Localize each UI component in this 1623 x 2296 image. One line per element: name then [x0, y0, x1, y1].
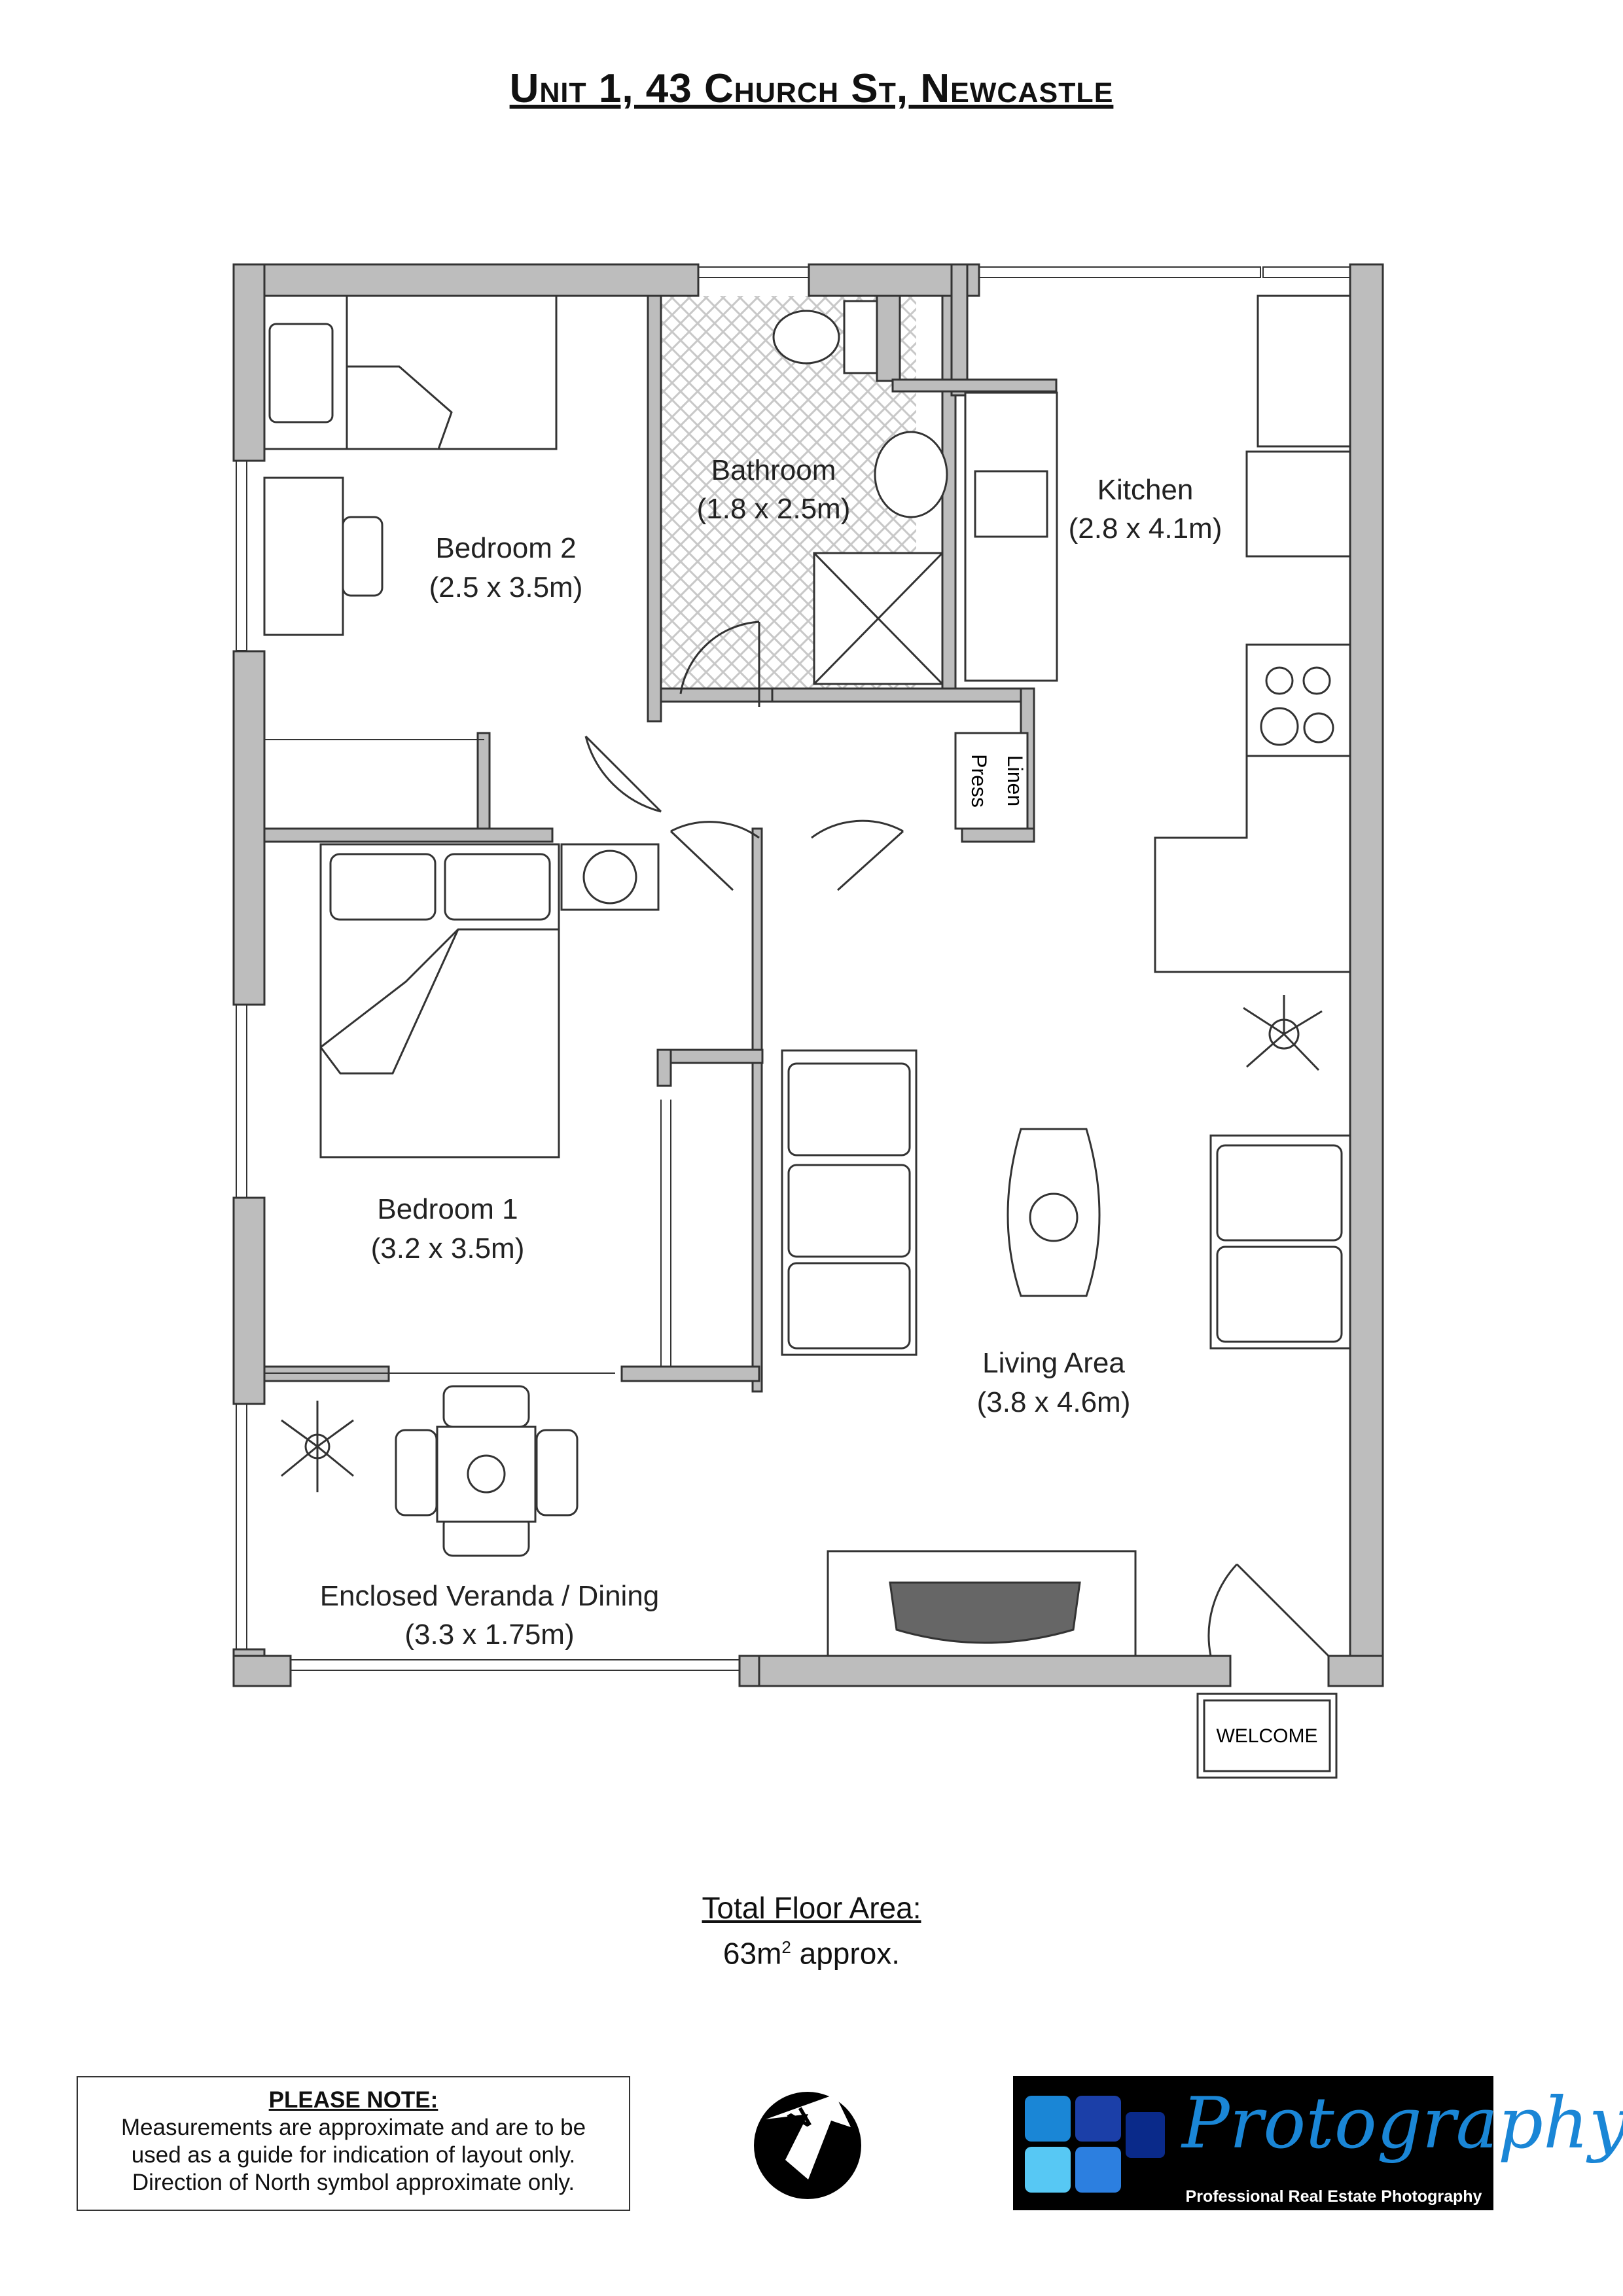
room-size-bathroom: (1.8 x 2.5m)	[697, 493, 851, 525]
plant-icon	[281, 1401, 354, 1492]
logo-brand: Protography	[1182, 2083, 1623, 2164]
linen-label-2: Press	[967, 754, 991, 808]
bed-single	[263, 295, 558, 450]
plant-icon	[1243, 995, 1323, 1071]
logo-tagline: Professional Real Estate Photography	[1185, 2187, 1482, 2206]
room-name-living-area: Living Area	[982, 1347, 1125, 1379]
room-size-veranda: (3.3 x 1.75m)	[404, 1619, 574, 1651]
total-area-value: 63m2 approx.	[722, 1936, 901, 1971]
dining-table	[395, 1385, 579, 1557]
note-heading: PLEASE NOTE:	[268, 2087, 438, 2113]
room-name-bedroom-2: Bedroom 2	[435, 532, 576, 564]
room-size-kitchen: (2.8 x 4.1m)	[1069, 512, 1222, 545]
entertainment-unit	[827, 1550, 1137, 1657]
doors	[584, 620, 1330, 1657]
room-size-living-area: (3.8 x 4.6m)	[977, 1386, 1131, 1418]
protography-logo: Protography Professional Real Estate Pho…	[1013, 2076, 1623, 2210]
walls	[232, 263, 1384, 1687]
welcome-mat	[1196, 1693, 1338, 1779]
total-area-heading: Total Floor Area:	[702, 1891, 921, 1925]
desk	[263, 476, 383, 636]
room-name-kitchen: Kitchen	[1097, 474, 1194, 506]
logo-squares-icon	[1025, 2096, 1165, 2193]
room-name-bedroom-1: Bedroom 1	[377, 1193, 518, 1225]
room-name-bathroom: Bathroom	[711, 454, 836, 486]
linen-press	[954, 732, 1029, 830]
north-compass-icon: N	[754, 2092, 861, 2199]
double-bed	[319, 843, 560, 1158]
room-labels: Bedroom 2 (2.5 x 3.5m) Bathroom (1.8 x 2…	[320, 454, 1318, 1747]
room-name-veranda: Enclosed Veranda / Dining	[320, 1580, 660, 1612]
linen-label-1: Linen	[1003, 755, 1027, 806]
coffee-table	[1007, 1128, 1101, 1297]
windows	[236, 266, 1351, 1671]
note-line: used as a guide for indication of layout…	[131, 2142, 576, 2168]
note-line: Direction of North symbol approximate on…	[132, 2170, 575, 2195]
please-note-box: PLEASE NOTE: Measurements are approximat…	[77, 2076, 630, 2211]
room-size-bedroom-1: (3.2 x 3.5m)	[371, 1232, 525, 1265]
room-size-bedroom-2: (2.5 x 3.5m)	[429, 571, 583, 603]
heater	[560, 843, 660, 911]
plan-title: Unit 1, 43 Church St, Newcastle	[509, 66, 1114, 111]
sofa-right	[1209, 1134, 1351, 1350]
bathroom-fixtures	[772, 300, 948, 685]
note-line: Measurements are approximate and are to …	[120, 2115, 586, 2140]
kitchen-fixtures	[964, 295, 1351, 973]
sofa-left	[781, 1049, 918, 1356]
total-floor-area: Total Floor Area: 63m2 approx.	[0, 1888, 1623, 1973]
welcome-label: WELCOME	[1216, 1725, 1317, 1747]
